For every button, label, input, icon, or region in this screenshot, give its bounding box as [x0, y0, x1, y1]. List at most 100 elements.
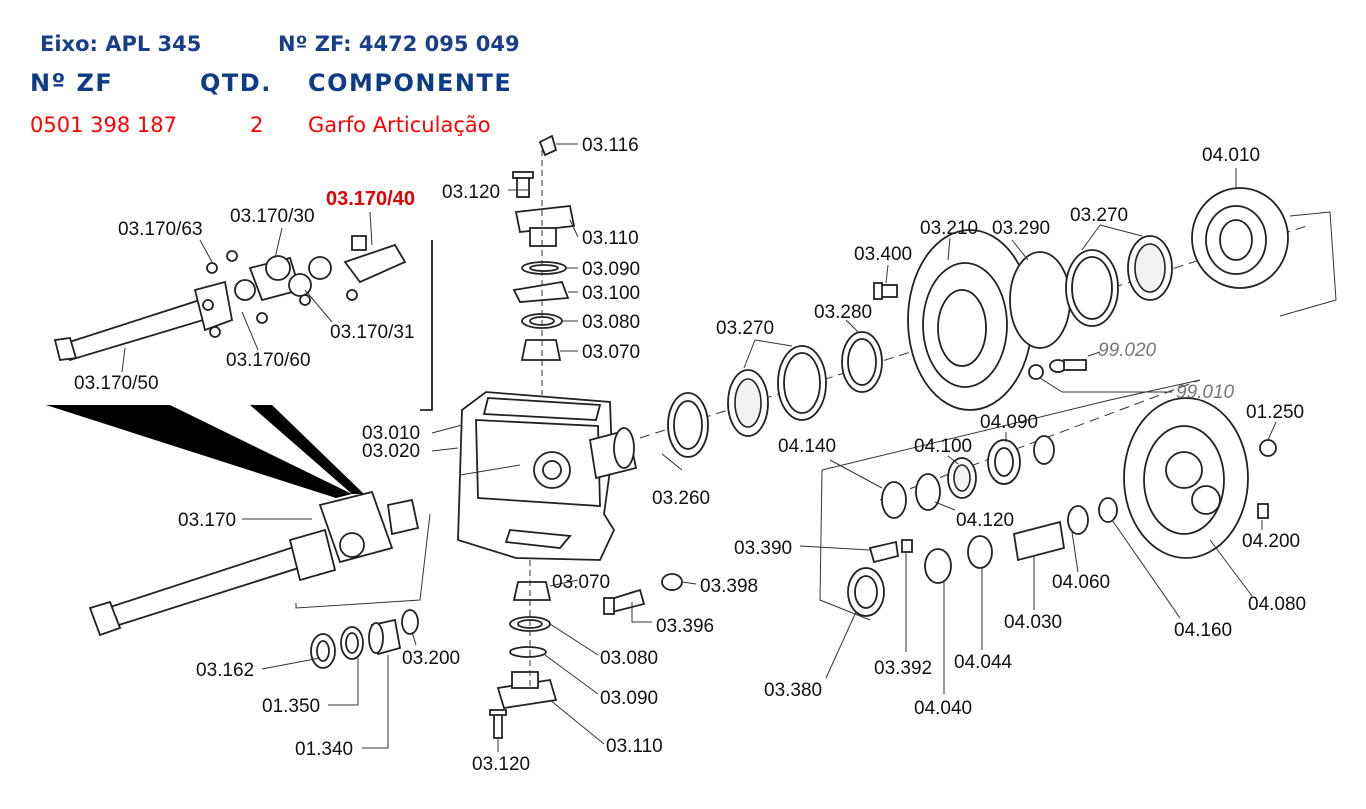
- knuckle-housing: [457, 391, 638, 561]
- drum-04010: [1191, 187, 1289, 289]
- label-03-200[interactable]: 03.200: [402, 648, 460, 669]
- label-03-392[interactable]: 03.392: [874, 658, 932, 679]
- ring-03200: [401, 609, 419, 635]
- label-03-010[interactable]: 03.010: [362, 423, 420, 444]
- ring-01350: [340, 626, 364, 660]
- label-03-100[interactable]: 03.100: [582, 283, 640, 304]
- label-04-030[interactable]: 04.030: [1004, 612, 1062, 633]
- label-03-210[interactable]: 03.210: [920, 218, 978, 239]
- inset-cardan-detail: [46, 211, 433, 498]
- label-03-162[interactable]: 03.162: [196, 660, 254, 681]
- label-03-110-bottom[interactable]: 03.110: [606, 736, 663, 757]
- label-03-260[interactable]: 03.260: [652, 488, 710, 509]
- label-03-070-bottom[interactable]: 03.070: [552, 572, 610, 593]
- label-03-270-middle[interactable]: 03.270: [716, 318, 774, 339]
- label-03-398[interactable]: 03.398: [700, 576, 758, 597]
- inset-small-caps: [202, 250, 358, 338]
- bearing-03270-inner: [727, 369, 769, 437]
- label-04-160[interactable]: 04.160: [1174, 620, 1232, 641]
- ring-04044: [967, 535, 993, 569]
- race-03270-top: [1065, 249, 1119, 327]
- gasket-03290: [1009, 251, 1071, 349]
- row-zf-number: 0501 398 187: [30, 113, 177, 137]
- seal-03162: [310, 633, 336, 669]
- label-03-270-top[interactable]: 03.270: [1070, 205, 1128, 226]
- nut-03380: [847, 567, 885, 617]
- label-03-280[interactable]: 03.280: [814, 302, 872, 323]
- label-03-170-60[interactable]: 03.170/60: [226, 350, 311, 371]
- hub-03210: [907, 229, 1033, 411]
- nut-99020: [1049, 359, 1087, 373]
- label-03-390[interactable]: 03.390: [734, 538, 792, 559]
- bushing-01340: [368, 618, 402, 656]
- inset-cross-joint: [234, 255, 332, 302]
- label-03-380[interactable]: 03.380: [764, 680, 822, 701]
- washer-04060: [1067, 505, 1089, 535]
- screw-04200: [1257, 503, 1269, 519]
- inset-shaft: [53, 280, 234, 362]
- bottom-kingpin-stack: [489, 560, 558, 739]
- column-header-qty: QTD.: [200, 69, 272, 97]
- plug-01250: [1259, 439, 1277, 457]
- label-04-100[interactable]: 04.100: [914, 436, 972, 457]
- top-kingpin-stack: [512, 134, 576, 395]
- label-04-044[interactable]: 04.044: [954, 652, 1013, 673]
- label-01-350[interactable]: 01.350: [262, 696, 320, 717]
- inset-yoke: [343, 235, 407, 284]
- label-01-340[interactable]: 01.340: [295, 739, 353, 760]
- screw-03400: [873, 282, 898, 300]
- label-03-120-bottom[interactable]: 03.120: [472, 754, 530, 775]
- ring-04040: [924, 548, 952, 584]
- row-quantity: 2: [250, 113, 264, 137]
- label-99-020[interactable]: 99.020: [1098, 340, 1157, 361]
- washer-99010: [1028, 364, 1044, 380]
- label-03-116[interactable]: 03.116: [582, 135, 639, 156]
- label-99-010[interactable]: 99.010: [1176, 382, 1235, 403]
- bearing-04100: [947, 457, 977, 499]
- label-04-080[interactable]: 04.080: [1248, 594, 1306, 615]
- label-04-090[interactable]: 04.090: [980, 412, 1038, 433]
- screw-03392: [901, 539, 913, 553]
- label-03-170-50[interactable]: 03.170/50: [74, 373, 159, 394]
- lock-plate-03390: [868, 540, 900, 564]
- label-04-140[interactable]: 04.140: [778, 436, 836, 457]
- axle-label: Eixo: APL 345: [40, 32, 202, 56]
- label-04-200[interactable]: 04.200: [1242, 531, 1300, 552]
- label-03-396[interactable]: 03.396: [656, 616, 714, 637]
- label-03-070-top[interactable]: 03.070: [582, 342, 640, 363]
- label-04-040[interactable]: 04.040: [914, 698, 972, 719]
- label-03-170-40-highlight[interactable]: 03.170/40: [326, 188, 415, 210]
- bolt-03396: [603, 588, 646, 615]
- label-01-250[interactable]: 01.250: [1246, 402, 1304, 423]
- seal-03260: [667, 392, 709, 458]
- label-03-090-bottom[interactable]: 03.090: [600, 688, 658, 709]
- ring-04120: [915, 473, 941, 511]
- shaft-04030: [1012, 520, 1066, 562]
- column-header-component: COMPONENTE: [308, 69, 513, 97]
- label-03-170-30[interactable]: 03.170/30: [230, 206, 315, 227]
- label-03-170-31[interactable]: 03.170/31: [330, 322, 415, 343]
- zf-number-label: Nº ZF: 4472 095 049: [278, 32, 520, 56]
- race-03280: [841, 331, 883, 393]
- label-03-020[interactable]: 03.020: [362, 441, 420, 462]
- planet-carrier-04080: [1123, 397, 1249, 559]
- label-03-170-63[interactable]: 03.170/63: [118, 219, 203, 240]
- label-03-290[interactable]: 03.290: [992, 218, 1050, 239]
- label-03-170[interactable]: 03.170: [178, 510, 236, 531]
- label-04-120[interactable]: 04.120: [956, 510, 1014, 531]
- label-04-060[interactable]: 04.060: [1052, 572, 1110, 593]
- label-03-080-bottom[interactable]: 03.080: [600, 648, 658, 669]
- washer-04160: [1098, 497, 1118, 523]
- part-labels: 03.116 03.120 03.110 03.090 03.100 03.08…: [74, 135, 1306, 775]
- label-04-010[interactable]: 04.010: [1202, 145, 1260, 166]
- label-03-120-top[interactable]: 03.120: [442, 182, 500, 203]
- column-header-zf: Nº ZF: [30, 69, 114, 97]
- snap-ring-04140: [881, 481, 907, 519]
- snap-ring-04090b: [1033, 435, 1055, 465]
- label-03-090-top[interactable]: 03.090: [582, 259, 640, 280]
- label-03-080-top[interactable]: 03.080: [582, 312, 640, 333]
- label-03-400[interactable]: 03.400: [854, 244, 912, 265]
- gear-04090: [987, 439, 1021, 485]
- label-03-110-top[interactable]: 03.110: [582, 228, 639, 249]
